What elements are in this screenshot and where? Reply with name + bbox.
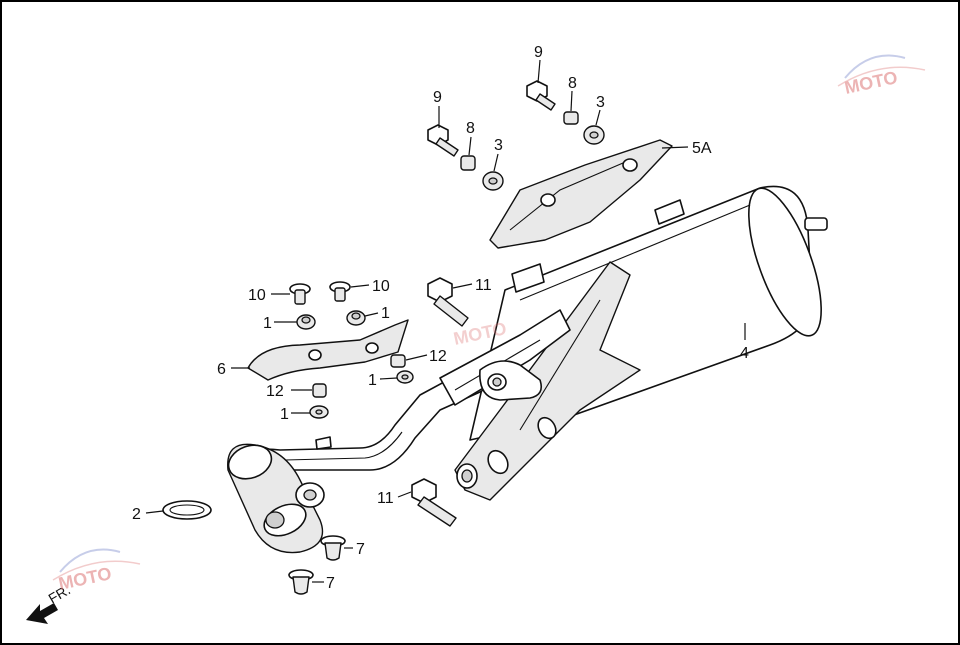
- collar-12-a: [390, 354, 406, 368]
- collar-8-left: [460, 155, 476, 171]
- callout-3-left: 3: [494, 137, 503, 154]
- callout-9-left: 9: [433, 89, 442, 106]
- grommet-3-left: [482, 171, 504, 191]
- callout-7-a: 7: [356, 541, 365, 558]
- callout-10-left: 10: [248, 287, 266, 304]
- callout-9-right: 9: [534, 44, 543, 61]
- callout-3-right: 3: [596, 94, 605, 111]
- callout-1-a: 1: [263, 315, 272, 332]
- collar-12-b: [312, 383, 327, 398]
- callout-10-right: 10: [372, 278, 390, 295]
- bolt-11-lower: [411, 478, 457, 527]
- heat-shield-6: [247, 319, 409, 381]
- callout-2: 2: [132, 506, 141, 523]
- front-arrow-icon: [26, 603, 58, 624]
- callout-8-left: 8: [466, 120, 475, 137]
- callout-12-a: 12: [429, 348, 447, 365]
- callout-8-right: 8: [568, 75, 577, 92]
- washer-1-c: [396, 370, 414, 384]
- bolt-10-left: [289, 283, 311, 305]
- muffler-bracket: [454, 261, 641, 501]
- leader-lines: [145, 59, 746, 583]
- grommet-3-right: [583, 125, 605, 145]
- callout-5a: 5A: [692, 140, 712, 157]
- callout-labels: 9 8 3 9 8 3 5A 10 10 11 1 1 4 12 6 1 12 …: [132, 44, 749, 592]
- collar-8-right: [563, 111, 579, 125]
- callout-1-b: 1: [381, 305, 390, 322]
- callout-6: 6: [217, 361, 226, 378]
- callout-12-b: 12: [266, 383, 284, 400]
- nut-1-a: [296, 314, 316, 330]
- nut-1-b: [346, 310, 366, 326]
- exhaust-pipe: [227, 309, 571, 554]
- callout-7-b: 7: [326, 575, 335, 592]
- bolt-10-right: [329, 281, 351, 302]
- nut-7-a: [320, 535, 346, 561]
- heat-protector-5a: [489, 139, 673, 249]
- callout-11-upper: 11: [475, 277, 492, 294]
- washer-1-d: [309, 405, 329, 419]
- callout-1-c: 1: [368, 372, 377, 389]
- nut-7-b: [288, 569, 314, 595]
- callout-11-lower: 11: [377, 490, 394, 507]
- bolt-9-left: [427, 124, 459, 157]
- gasket-2: [162, 500, 212, 520]
- callout-4: 4: [740, 345, 749, 362]
- bolt-11-upper: [427, 277, 469, 327]
- bolt-9-right: [526, 80, 556, 111]
- callout-1-d: 1: [280, 406, 289, 423]
